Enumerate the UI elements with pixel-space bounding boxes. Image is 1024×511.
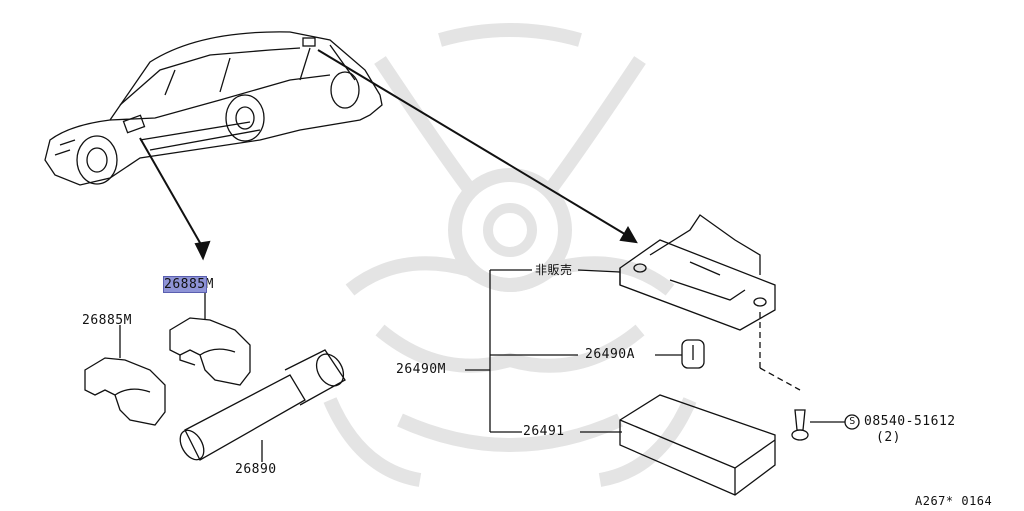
part-label-26490a[interactable]: 26490A xyxy=(585,347,635,362)
car-illustration xyxy=(44,31,383,186)
screw-quantity: (2) xyxy=(876,430,901,445)
lens-cover xyxy=(619,394,776,496)
watermark-logo xyxy=(323,23,697,487)
screw xyxy=(759,312,860,441)
bulb xyxy=(681,339,705,369)
part-label-26885m-top[interactable]: 26885M xyxy=(163,276,214,293)
clip-left xyxy=(84,325,166,426)
screw-symbol: S xyxy=(849,416,856,427)
part-number-suffix: M xyxy=(205,277,214,292)
lamp-housing xyxy=(619,214,776,331)
clip-right xyxy=(169,292,251,386)
part-label-26890[interactable]: 26890 xyxy=(235,462,277,477)
part-number-highlight[interactable]: 26885 xyxy=(163,276,207,293)
part-label-screw[interactable]: 08540-51612 xyxy=(864,414,956,429)
part-label-26885m-left[interactable]: 26885M xyxy=(82,313,132,328)
part-label-26490m[interactable]: 26490M xyxy=(396,362,446,377)
part-label-not-for-sale: 非販売 xyxy=(535,263,573,277)
pointer-arrows xyxy=(139,49,638,261)
leader-lines xyxy=(465,269,682,433)
part-label-26491[interactable]: 26491 xyxy=(523,424,565,439)
tool-26890 xyxy=(179,349,346,462)
diagram-code: A267* 0164 xyxy=(915,494,993,508)
